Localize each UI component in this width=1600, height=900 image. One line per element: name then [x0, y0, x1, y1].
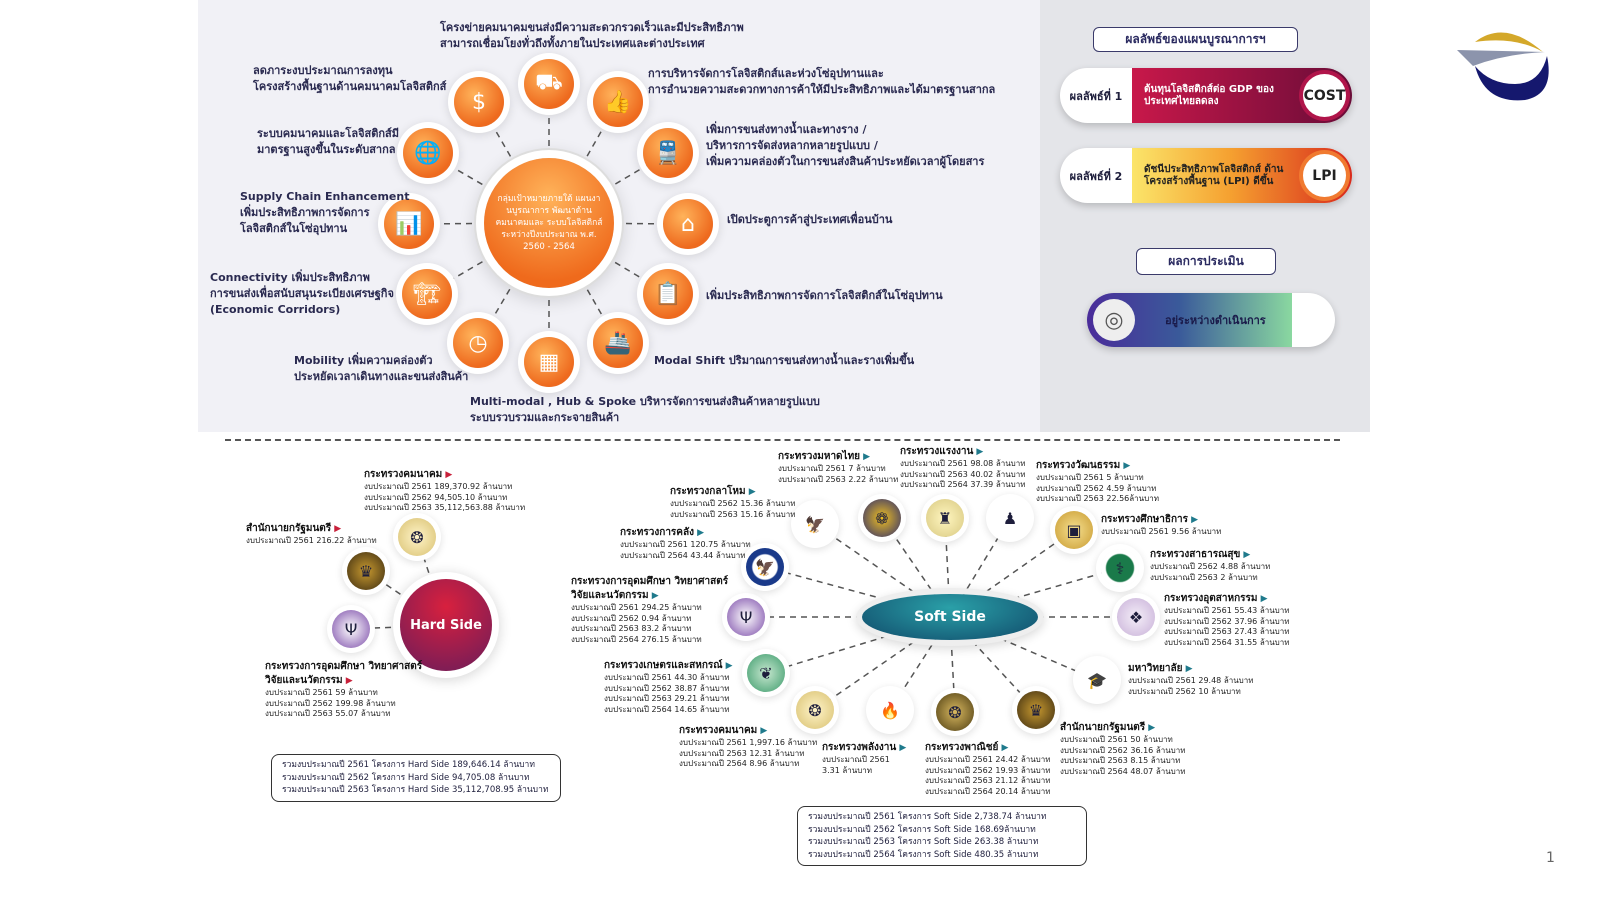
ship-icon: 🚢: [593, 318, 643, 368]
ministry-seal-icon: ♟: [991, 499, 1029, 537]
evaluation-status: ◎ อยู่ระหว่างดำเนินการ: [1087, 293, 1335, 347]
clipboard-icon: 📋: [643, 269, 693, 319]
goal-label: Multi-modal , Hub & Spoke บริหารจัดการขน…: [470, 395, 820, 424]
goal-label: Mobility เพิ่มความคล่องตัวประหยัดเวลาเดิ…: [294, 354, 469, 383]
goal-label: ลดภาระงบประมาณการลงทุนโครงสร้างพื้นฐานด้…: [253, 64, 447, 93]
soft-side-totals: รวมงบประมาณปี 2561 โครงการ Soft Side 2,7…: [797, 806, 1087, 866]
result-label: ผลลัพธ์ที่ 2: [1069, 169, 1123, 183]
results-heading: ผลลัพธ์ของแผนบูรณาการฯ: [1093, 27, 1298, 52]
goal-label: โครงข่ายคมนาคมขนส่งมีความสะดวกรวดเร็วและ…: [440, 21, 744, 50]
ministry-seal-icon: ⚕: [1101, 549, 1139, 587]
globe-icon: 🌐: [403, 128, 453, 178]
house-icon: ⌂: [663, 199, 713, 249]
ministry-budget: กระทรวงกลาโหมงบประมาณปี 2562 15.36 ล้านบ…: [670, 485, 796, 520]
result-1: ผลลัพธ์ที่ 1 ต้นทุนโลจิสติกส์ต่อ GDP ของ…: [1060, 68, 1352, 123]
result-label: ผลลัพธ์ที่ 1: [1069, 89, 1123, 103]
lpi-badge: LPI: [1303, 154, 1346, 197]
ministry-budget: กระทรวงคมนาคมงบประมาณปี 2561 1,997.16 ล้…: [679, 724, 817, 770]
crane-icon: 🏗: [402, 269, 452, 319]
page-number: 1: [1546, 850, 1555, 866]
center-text: กลุ่มเป้าหมายภายใต้ แผนงานบูรณาการ พัฒนา…: [495, 194, 603, 252]
soft-side-hub: Soft Side: [862, 594, 1038, 640]
ministry-seal-icon: 🦅: [746, 548, 784, 586]
graduation-cap-icon: 🎓: [1078, 661, 1116, 699]
evaluation-heading: ผลการประเมิน: [1136, 248, 1276, 275]
ministry-seal-icon: ▣: [1055, 511, 1093, 549]
ministry-budget: กระทรวงสาธารณสุขงบประมาณปี 2562 4.88 ล้า…: [1150, 548, 1270, 583]
energy-flame-icon: 🔥: [871, 691, 909, 729]
ministry-seal-icon: ♛: [347, 552, 385, 590]
ministry-seal-icon: ❖: [1117, 598, 1155, 636]
ministry-budget: กระทรวงอุตสาหกรรมงบประมาณปี 2561 55.43 ล…: [1164, 592, 1290, 648]
goal-label: เพิ่มการขนส่งทางน้ำและทางราง /บริหารการจ…: [706, 123, 985, 168]
ministry-budget: สำนักนายกรัฐมนตรีงบประมาณปี 2561 50 ล้าน…: [1060, 721, 1186, 777]
ministry-seal-icon: Ψ: [727, 598, 765, 636]
ministry-budget: มหาวิทยาลัยงบประมาณปี 2561 29.48 ล้านบาท…: [1128, 662, 1254, 697]
ministry-budget: กระทรวงการอุดมศึกษา วิทยาศาสตร์ วิจัยและ…: [265, 660, 425, 720]
ministry-budget: กระทรวงคมนาคมงบประมาณปี 2561 189,370.92 …: [364, 468, 525, 514]
thumbs-up-icon: 👍: [593, 77, 643, 127]
hard-side-hub: Hard Side: [400, 579, 492, 671]
goal-label: Connectivity เพิ่มประสิทธิภาพการขนส่งเพื…: [210, 271, 394, 316]
goal-label: Modal Shift ปริมาณการขนส่งทางน้ำและรางเพ…: [654, 354, 915, 367]
ministry-budget: กระทรวงแรงงานงบประมาณปี 2561 98.08 ล้านบ…: [900, 445, 1026, 491]
ministry-seal-icon: ♛: [1017, 691, 1055, 729]
ministry-budget: กระทรวงวัฒนธรรมงบประมาณปี 2561 5 ล้านบาท…: [1036, 459, 1159, 505]
warehouse-icon: ▦: [524, 337, 574, 387]
cost-badge: COST: [1303, 74, 1346, 117]
ministry-budget: กระทรวงพาณิชย์งบประมาณปี 2561 24.42 ล้าน…: [925, 741, 1051, 797]
ministry-budget: กระทรวงเกษตรและสหกรณ์งบประมาณปี 2561 44.…: [604, 659, 733, 715]
chart-document-icon: 📊: [384, 199, 434, 249]
status-text: อยู่ระหว่างดำเนินการ: [1165, 314, 1266, 327]
ministry-seal-icon: ❂: [936, 693, 974, 731]
clock-icon: ◷: [453, 318, 503, 368]
ministry-budget: กระทรวงการอุดมศึกษา วิทยาศาสตร์ วิจัยและ…: [571, 575, 746, 645]
target-group-center: กลุ่มเป้าหมายภายใต้ แผนงานบูรณาการ พัฒนา…: [484, 158, 614, 288]
goal-label: เปิดประตูการค้าสู่ประเทศเพื่อนบ้าน: [727, 213, 893, 226]
ministry-seal-icon: Ψ: [332, 610, 370, 648]
result-2: ผลลัพธ์ที่ 2 ดัชนีประสิทธิภาพโลจิสติกส์ …: [1060, 148, 1352, 203]
target-icon: ◎: [1093, 299, 1135, 341]
ministry-seal-icon: ❂: [398, 518, 436, 556]
ministry-budget: กระทรวงการคลังงบประมาณปี 2561 120.75 ล้า…: [620, 526, 751, 561]
ministry-seal-icon: 🦅: [796, 505, 834, 543]
ministry-seal-icon: ♜: [926, 499, 964, 537]
ministry-seal-icon: ❁: [863, 499, 901, 537]
ministry-budget: กระทรวงศึกษาธิการงบประมาณปี 2561 9.56 ล้…: [1101, 513, 1221, 538]
money-bag-icon: $: [454, 77, 504, 127]
forklift-icon: ⛟: [524, 59, 574, 109]
ministry-budget: สำนักนายกรัฐมนตรีงบประมาณปี 2561 216.22 …: [246, 522, 377, 547]
train-icon: 🚆: [643, 128, 693, 178]
goal-label: การบริหารจัดการโลจิสติกส์และห่วงโซ่อุปทา…: [648, 67, 996, 96]
goal-label: ระบบคมนาคมและโลจิสติกส์มีมาตรฐานสูงขึ้นใ…: [257, 127, 400, 156]
goal-label: เพิ่มประสิทธิภาพการจัดการโลจิสติกส์ในโซ่…: [706, 289, 943, 302]
hard-side-totals: รวมงบประมาณปี 2561 โครงการ Hard Side 189…: [271, 754, 561, 802]
ministry-budget: กระทรวงมหาดไทยงบประมาณปี 2561 7 ล้านบาทง…: [778, 450, 898, 485]
organization-logo: [1457, 32, 1549, 101]
section-divider: [225, 439, 1340, 441]
ministry-seal-icon: ❦: [747, 654, 785, 692]
ministry-seal-icon: ❂: [796, 691, 834, 729]
